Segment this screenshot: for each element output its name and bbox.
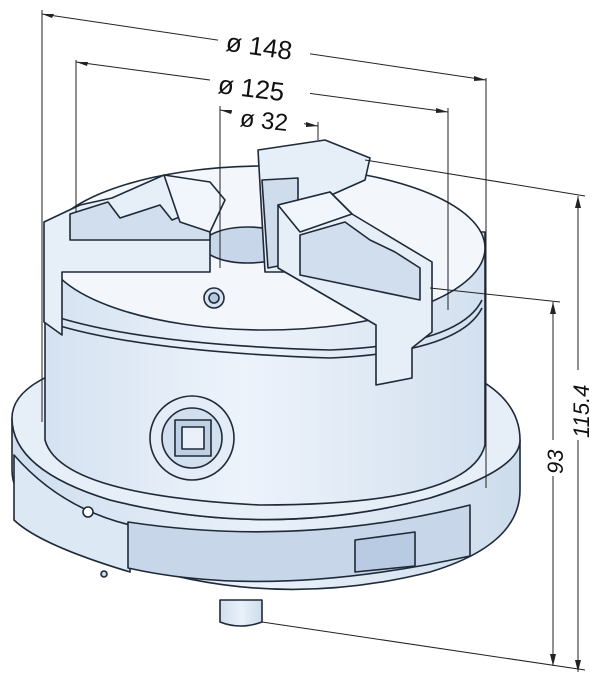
spindle-pin bbox=[219, 599, 263, 627]
dim-label-32: ø 32 bbox=[239, 105, 290, 137]
chuck-body bbox=[11, 139, 521, 627]
socket-square-inner bbox=[181, 426, 205, 450]
jaw-left-steps bbox=[69, 201, 211, 241]
top-screw-hole-inner bbox=[208, 292, 220, 304]
dim-label-115: 115.4 bbox=[569, 385, 594, 438]
jaw-right-face bbox=[277, 191, 353, 233]
jaw-left-tip bbox=[163, 174, 226, 233]
side-window bbox=[354, 531, 416, 573]
dim-label-93: 93 bbox=[543, 449, 568, 474]
cylinder-groove bbox=[59, 299, 483, 351]
side-clamp-block bbox=[13, 454, 131, 573]
jaw-right-steps bbox=[299, 221, 421, 301]
small-mark bbox=[100, 570, 108, 578]
side-hole bbox=[82, 506, 94, 518]
cylinder-groove-2 bbox=[59, 307, 483, 359]
